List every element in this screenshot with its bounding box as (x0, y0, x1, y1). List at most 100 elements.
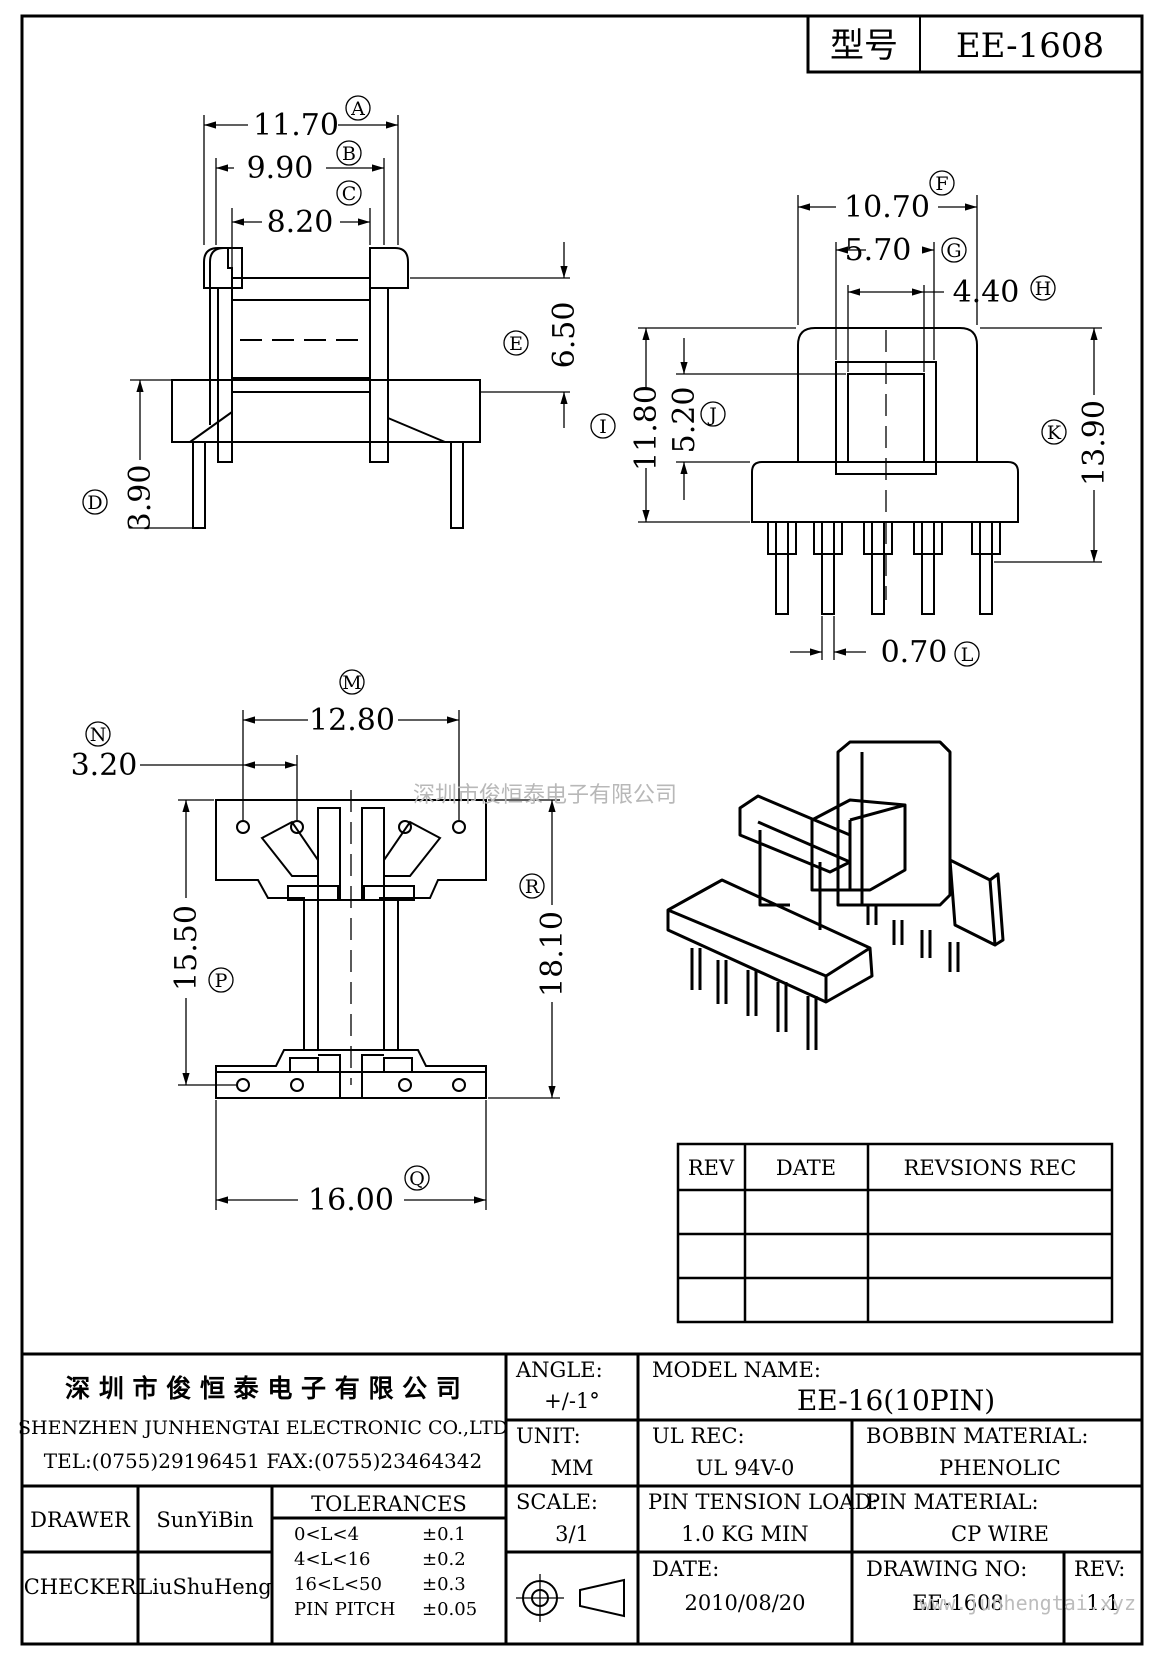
scale-label: SCALE: (516, 1490, 598, 1514)
isometric-view (666, 740, 1005, 1050)
bottom-view-callouts (85, 669, 545, 1191)
pin-tension-value: 1.0 KG MIN (681, 1522, 808, 1546)
front-view-callouts (82, 95, 529, 515)
tol-value-3: ±0.3 (422, 1574, 466, 1595)
callout-q: Q (409, 1168, 425, 1190)
model-label: 型号 (830, 26, 898, 66)
rev-header: REV (688, 1156, 735, 1180)
company-info: 深 圳 市 俊 恒 泰 电 子 有 限 公 司 SHENZHEN JUNHENG… (18, 1374, 508, 1473)
callout-e: E (509, 333, 523, 355)
projection-symbol-icon (516, 1574, 625, 1622)
tolerances-table: TOLERANCES 0<L<4 ±0.1 4<L<16 ±0.2 16<L<5… (294, 1492, 477, 1620)
side-view (638, 195, 1102, 660)
dim-i-value: 11.80 (629, 385, 664, 471)
callout-c: C (342, 183, 357, 205)
dim-r-value: 18.10 (535, 911, 570, 997)
bottom-view-callout-letters: M N P R Q (90, 672, 540, 1190)
drawing-no-value: EE-1608 (912, 1591, 1004, 1615)
dim-m-value: 12.80 (309, 703, 395, 738)
dim-d-value: 3.90 (123, 465, 158, 532)
dim-e-value: 6.50 (547, 302, 582, 369)
model-title-box: 型号 EE-1608 (806, 14, 1144, 74)
callout-p: P (215, 970, 228, 992)
title-block-grid (22, 1352, 1142, 1644)
unit-label: UNIT: (516, 1424, 581, 1448)
front-view-callout-letters: A B C E D (87, 98, 523, 514)
bobbin-material-label: BOBBIN MATERIAL: (866, 1424, 1088, 1448)
rev-label: REV: (1074, 1557, 1125, 1581)
dim-f-value: 10.70 (844, 190, 930, 225)
info-fields: ANGLE: +/-1° MODEL NAME: EE-16(10PIN) UN… (515, 1358, 1125, 1615)
callout-d: D (87, 492, 102, 514)
dim-h-value: 4.40 (953, 275, 1020, 310)
drawer-label: DRAWER (30, 1508, 131, 1532)
callout-n: N (90, 724, 107, 746)
tolerances-title: TOLERANCES (311, 1492, 467, 1516)
callout-l: L (961, 644, 974, 666)
ul-rec-label: UL REC: (652, 1424, 745, 1448)
company-name-cn: 深 圳 市 俊 恒 泰 电 子 有 限 公 司 (65, 1374, 461, 1403)
callout-i: I (599, 416, 607, 438)
dim-g-value: 5.70 (845, 233, 912, 268)
scale-value: 3/1 (555, 1522, 589, 1546)
approval-cells: DRAWER SunYiBin CHECKER LiuShuHeng (24, 1508, 272, 1599)
callout-a: A (350, 98, 365, 120)
front-view (130, 115, 570, 529)
dim-q-value: 16.00 (308, 1183, 394, 1218)
date-value: 2010/08/20 (684, 1591, 805, 1615)
dim-a-value: 11.70 (253, 108, 339, 143)
drawing-no-label: DRAWING NO: (866, 1557, 1027, 1581)
side-view-callouts (590, 170, 1067, 667)
company-contact: TEL:(0755)29196451 FAX:(0755)23464342 (44, 1449, 482, 1473)
checker-label: CHECKER (24, 1575, 138, 1599)
model-number: EE-1608 (956, 26, 1104, 66)
model-name-label: MODEL NAME: (652, 1358, 821, 1382)
callout-b: B (342, 143, 356, 165)
dim-p-value: 15.50 (169, 905, 204, 991)
tol-value-1: ±0.1 (422, 1524, 466, 1545)
callout-g: G (946, 240, 961, 262)
checker-name: LiuShuHeng (138, 1575, 271, 1599)
tol-value-2: ±0.2 (422, 1549, 466, 1570)
tol-value-4: ±0.05 (422, 1599, 477, 1620)
front-view-dimensions: 11.70 9.90 8.20 6.50 3.90 (123, 108, 582, 531)
watermark-company: 深圳市俊恒泰电子有限公司 (413, 783, 677, 808)
pin-tension-label: PIN TENSION LOAD: (648, 1490, 878, 1514)
callout-m: M (342, 672, 361, 694)
dim-l-value: 0.70 (881, 635, 948, 670)
dim-k-value: 13.90 (1077, 400, 1112, 486)
side-view-callout-letters: F G H I J K L (599, 173, 1062, 666)
drawer-name: SunYiBin (156, 1508, 253, 1532)
revision-table-headers: REV DATE REVSIONS REC (688, 1156, 1077, 1180)
company-name-en: SHENZHEN JUNHENGTAI ELECTRONIC CO.,LTD (18, 1417, 508, 1439)
angle-label: ANGLE: (515, 1358, 603, 1382)
callout-k: K (1047, 422, 1062, 444)
bobbin-material-value: PHENOLIC (939, 1456, 1061, 1480)
date-header: DATE (776, 1156, 836, 1180)
dim-b-value: 9.90 (247, 151, 314, 186)
callout-r: R (525, 876, 540, 898)
tol-range-2: 4<L<16 (294, 1549, 370, 1570)
side-view-dimensions: 10.70 5.70 4.40 11.80 5.20 13.90 0.70 (629, 190, 1112, 670)
bottom-view-dimensions: 12.80 3.20 15.50 18.10 16.00 (71, 703, 570, 1218)
revision-table (676, 1142, 1114, 1324)
sheet-border (20, 14, 1144, 1646)
pin-material-label: PIN MATERIAL: (866, 1490, 1039, 1514)
dim-c-value: 8.20 (267, 205, 334, 240)
angle-value: +/-1° (544, 1389, 600, 1413)
date-label: DATE: (652, 1557, 719, 1581)
dim-j-value: 5.20 (667, 387, 702, 454)
rev-value: 1.1 (1086, 1591, 1119, 1615)
tol-range-3: 16<L<50 (294, 1574, 382, 1595)
unit-value: MM (550, 1456, 593, 1480)
pin-material-value: CP WIRE (951, 1522, 1049, 1546)
watermark-url: www.junhengtai.xyz (919, 1591, 1136, 1615)
ul-rec-value: UL 94V-0 (696, 1456, 795, 1480)
callout-f: F (935, 173, 948, 195)
revisions-rec-header: REVSIONS REC (904, 1156, 1077, 1180)
tol-range-1: 0<L<4 (294, 1524, 359, 1545)
dim-n-value: 3.20 (71, 748, 138, 783)
callout-j: J (707, 404, 717, 426)
callout-h: H (1035, 278, 1052, 300)
